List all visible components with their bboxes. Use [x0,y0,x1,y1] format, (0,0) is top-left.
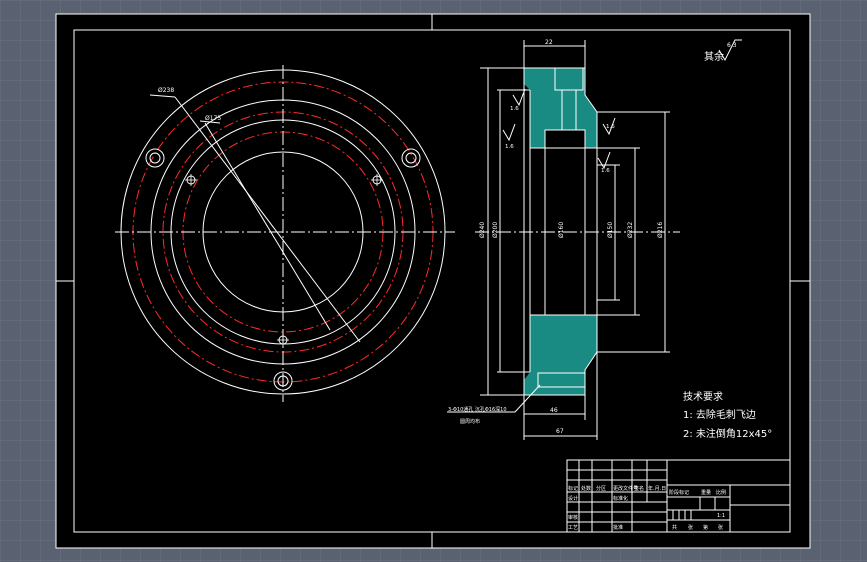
section-dim-d232: Ø232 [627,222,634,238]
front-dim-outer: Ø238 [158,87,174,94]
drawing-sheet [55,13,811,549]
tb-scale: 1:1 [717,513,725,519]
tech-req-item-1: 1: 去除毛刺飞边 [683,408,756,421]
roughness-label-2: 1.6 [606,124,615,130]
tb-r1-2: 分区 [596,485,606,492]
hole-note-2: 圆周均布 [460,418,480,425]
tb-right1-2: 比例 [716,489,726,496]
bottom-dim-2: 67 [556,428,564,435]
front-view [115,65,455,402]
roughness-note [718,39,742,62]
tb-right1-0: 阶段标记 [669,489,689,496]
tb-r1-5: 年.月.日 [648,485,666,492]
tb-r4-0: 工艺 [568,525,578,531]
tb-r2-1: 标准化 [613,495,628,502]
roughness-note-label: 其余 [704,50,724,63]
hole-note: 3-Φ10通孔 沉孔Φ16深10 [448,406,507,413]
tb-r3-0: 审核 [568,514,578,521]
tb-r4-1: 批准 [613,524,623,531]
tb-right2-0: 共 [672,524,677,531]
tb-r1-0: 标记 [568,485,578,492]
section-dim-d240: Ø240 [479,222,486,238]
roughness-note-value: 6.3 [727,42,737,49]
tb-r2-0: 设计 [568,495,578,502]
title-block [566,459,791,533]
section-view [447,40,680,440]
bottom-dim-1: 46 [550,407,558,414]
section-top-dim: 22 [545,39,553,46]
section-dim-d200: Ø200 [492,222,499,238]
frame-center-marks [56,14,810,548]
tb-right1-1: 重量 [701,489,711,496]
tb-r1-1: 处数 [581,485,591,492]
roughness-label-1: 1.6 [505,144,514,150]
tech-req-title: 技术要求 [683,390,723,403]
roughness-label-3: 1.6 [601,168,610,174]
front-dim-inner: Ø175 [205,115,221,122]
roughness-label-4: 1.6 [510,106,519,112]
tb-right2-2: 第 [703,524,708,531]
tech-req-item-2: 2: 未注倒角12x45° [683,427,772,440]
section-dim-d160: Ø160 [558,222,565,238]
tb-r1-4: 签名 [634,485,644,492]
section-dim-d216: Ø216 [657,222,664,238]
tb-r1-3: 更改文件号 [613,485,638,492]
tb-right2-3: 张 [718,524,723,531]
tb-right2-1: 张 [688,524,693,531]
section-dim-d150: Ø150 [607,222,614,238]
